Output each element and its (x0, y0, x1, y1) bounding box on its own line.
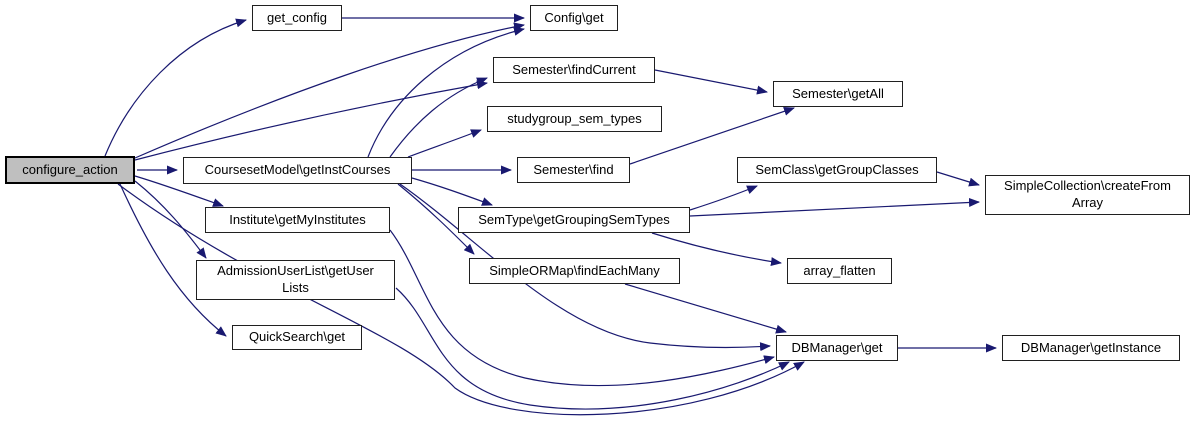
edge-configure-action-to-institute-getmyinstitutes (134, 175, 224, 207)
node-studygroup-sem-types[interactable]: studygroup_sem_types (487, 106, 662, 132)
edge-semester-find-to-semester-getall (629, 106, 795, 165)
edge-semtype-getgroupingsemtypes-to-semclass-getgroupclasses (689, 185, 758, 211)
edge-courseset-getinstcourses-to-semtype-getgroupingsemtypes (411, 177, 493, 206)
node-get-config[interactable]: get_config (252, 5, 342, 31)
edge-group (104, 13, 997, 416)
node-semtype-getgroupingsemtypes[interactable]: SemType\getGroupingSemTypes (458, 207, 690, 233)
edge-courseset-getinstcourses-to-studygroup-sem-types (407, 129, 482, 158)
node-semester-findcurrent[interactable]: Semester\findCurrent (493, 57, 655, 83)
node-institute-getmyinstitutes[interactable]: Institute\getMyInstitutes (205, 207, 390, 233)
edge-configure-action-to-get-config (104, 18, 247, 157)
edge-semester-findcurrent-to-semester-getall (654, 69, 768, 95)
node-semester-find[interactable]: Semester\find (517, 157, 630, 183)
edge-semclass-getgroupclasses-to-simplecollection-createfromarray (936, 171, 980, 187)
edge-configure-action-to-config-get (134, 22, 525, 159)
node-config-get[interactable]: Config\get (530, 5, 618, 31)
edge-courseset-getinstcourses-to-config-get (367, 26, 525, 158)
edge-institute-getmyinstitutes-to-dbmanager-get (389, 229, 775, 387)
edge-configure-action-to-admissionuserlist-getuserlists (134, 180, 207, 259)
edge-configure-action-to-semester-findcurrent (134, 80, 488, 161)
node-dbmanager-get[interactable]: DBManager\get (776, 335, 898, 361)
node-array-flatten[interactable]: array_flatten (787, 258, 892, 284)
node-simpleormap-findeachmany[interactable]: SimpleORMap\findEachMany (469, 258, 680, 284)
edge-admissionuserlist-getuserlists-to-dbmanager-get (395, 287, 790, 410)
node-simplecollection-createfromarray[interactable]: SimpleCollection\createFrom Array (985, 175, 1190, 215)
edge-courseset-getinstcourses-to-simpleormap-findeachmany (397, 183, 475, 255)
edge-semtype-getgroupingsemtypes-to-array-flatten (651, 232, 782, 267)
node-courseset-getinstcourses[interactable]: CoursesetModel\getInstCourses (183, 157, 412, 184)
edge-semtype-getgroupingsemtypes-to-simplecollection-createfromarray (689, 197, 980, 217)
node-quicksearch-get[interactable]: QuickSearch\get (232, 325, 362, 350)
edge-simpleormap-findeachmany-to-dbmanager-get (624, 283, 787, 334)
node-semclass-getgroupclasses[interactable]: SemClass\getGroupClasses (737, 157, 937, 183)
node-dbmanager-getinstance[interactable]: DBManager\getInstance (1002, 335, 1180, 361)
node-semester-getall[interactable]: Semester\getAll (773, 81, 903, 107)
node-configure-action[interactable]: configure_action (5, 156, 135, 184)
edge-configure-action-to-quicksearch-get (119, 183, 227, 337)
node-admissionuserlist-getuserlists[interactable]: AdmissionUserList\getUser Lists (196, 260, 395, 300)
edge-courseset-getinstcourses-to-semester-findcurrent (389, 77, 488, 158)
